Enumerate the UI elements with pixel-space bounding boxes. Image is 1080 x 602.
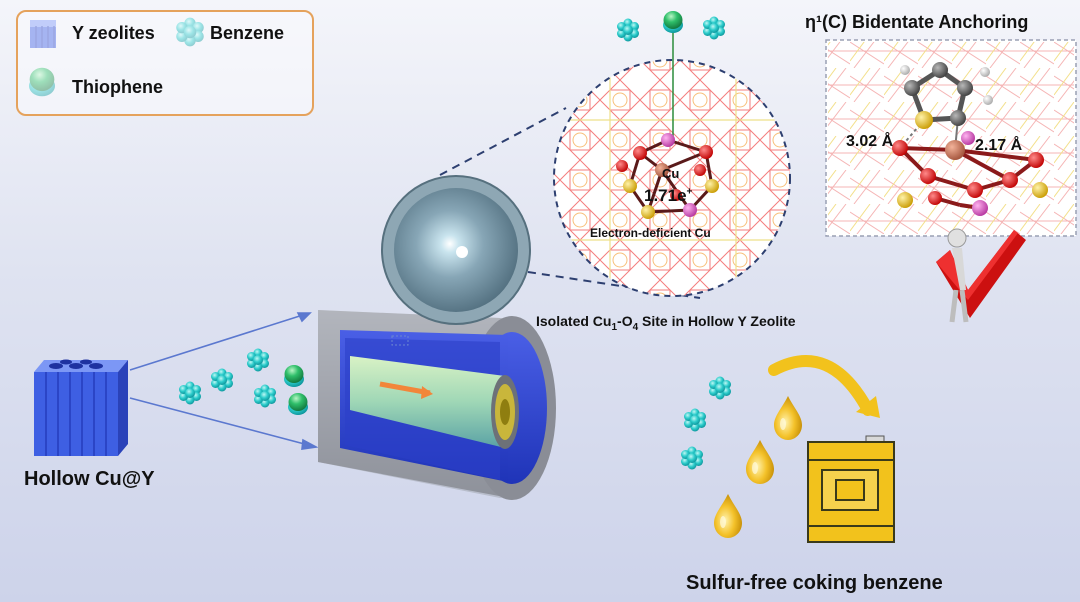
checkmark-figure-icon [936,229,1026,322]
isolated-site-label: Isolated Cu1-O4 Site in Hollow Y Zeolite [536,313,796,333]
product-label: Sulfur-free coking benzene [686,572,943,595]
hollow-sphere [382,176,530,324]
adsorbate-molecules [617,11,725,42]
cu-label: Cu [662,166,679,181]
charge-label: 1.71e+ [644,186,692,206]
legend-label-thiophene: Thiophene [72,77,163,98]
legend-label-benzene: Benzene [210,23,284,44]
hollow-cuy-label: Hollow Cu@Y [24,468,155,491]
zoom-circle [550,24,800,298]
anchoring-title: η¹(C) Bidentate Anchoring [805,12,1028,33]
product-benzene-molecules [681,377,731,470]
feed-molecules [179,349,308,416]
distance-label-1: 3.02 Å [846,133,893,151]
distance-label-2: 2.17 Å [975,137,1022,155]
electron-deficient-label: Electron-deficient Cu [590,226,711,240]
benzene-barrel-icon [808,436,894,542]
legend-label-y-zeolites: Y zeolites [72,23,155,44]
oil-drop-icons [714,396,802,538]
legend-box: Y zeolites Benzene Thiophene [16,10,314,116]
reactor-tube [318,310,556,500]
hollow-cuy-zeolite-block [34,360,128,457]
